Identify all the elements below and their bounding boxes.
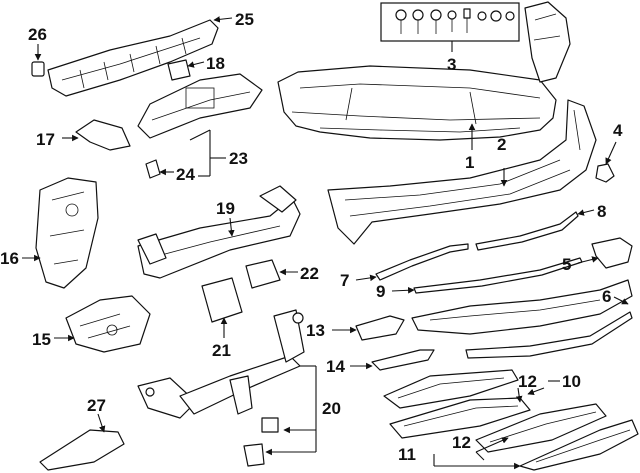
leader-7 — [355, 274, 377, 282]
leader-9 — [391, 286, 415, 294]
callout-7: 7 — [340, 271, 349, 290]
bolt-26 — [31, 61, 45, 77]
leader-6 — [613, 296, 629, 305]
impact-absorber — [47, 19, 219, 97]
leader-8 — [577, 209, 595, 216]
leader-25 — [213, 16, 233, 23]
callout-14: 14 — [326, 357, 345, 376]
callout-25: 25 — [235, 10, 254, 29]
trim-strip — [413, 257, 583, 294]
callout-13: 13 — [306, 321, 325, 340]
callout-19: 19 — [216, 199, 235, 218]
reinforcement-bar-19 — [137, 185, 301, 279]
molding-upper — [475, 211, 579, 251]
leader-27 — [97, 413, 106, 433]
lower-trim-panel — [411, 279, 633, 335]
callout-8: 8 — [597, 202, 606, 221]
lower-valance — [327, 99, 597, 245]
callout-5: 5 — [562, 255, 571, 274]
callout-27: 27 — [87, 396, 106, 415]
clip-18 — [167, 59, 191, 81]
reflector-bracket — [591, 237, 633, 269]
leader-12a — [515, 387, 523, 403]
callout-3: 3 — [447, 55, 456, 74]
leader-19 — [228, 217, 235, 237]
callout-6: 6 — [602, 287, 611, 306]
leader-12a2 — [527, 387, 545, 396]
molding-lower — [375, 243, 469, 281]
reflector-14 — [371, 349, 435, 371]
callout-11: 11 — [398, 445, 416, 464]
callout-2: 2 — [497, 135, 506, 154]
callout-17: 17 — [36, 130, 55, 149]
callout-9: 9 — [376, 282, 385, 301]
callout-16: 16 — [0, 249, 19, 268]
leader-12b2 — [475, 437, 509, 453]
bracket-23 — [137, 73, 263, 139]
callout-23: 23 — [229, 149, 248, 168]
molding-27 — [39, 429, 125, 471]
hardware-kit-box — [380, 2, 520, 42]
bumper-cover — [277, 1, 571, 141]
leader-5 — [577, 256, 599, 264]
callout-18: 18 — [206, 54, 225, 73]
bracket-17 — [75, 119, 131, 151]
bracket-21 — [201, 277, 243, 323]
bolt-24 — [145, 159, 161, 179]
callout-21: 21 — [212, 341, 231, 360]
reflector-13 — [355, 315, 405, 341]
leader-23a — [189, 129, 211, 141]
trim-strip-6 — [465, 311, 633, 359]
hitch-bracket — [261, 417, 279, 433]
tow-hook-cap — [595, 163, 615, 183]
hitch-pin — [243, 443, 265, 467]
trailer-hitch-20 — [137, 309, 305, 419]
leader-12b — [475, 451, 485, 461]
bracket-22 — [245, 259, 281, 289]
callout-4: 4 — [613, 121, 623, 140]
callout-26: 26 — [28, 25, 47, 44]
leader-4 — [605, 141, 617, 165]
lower-trim-detail — [429, 299, 601, 321]
callout-1: 1 — [465, 153, 474, 172]
callout-12b: 12 — [452, 433, 471, 452]
hardware-fasteners — [395, 8, 515, 34]
callout-20: 20 — [322, 399, 341, 418]
callout-15: 15 — [32, 330, 51, 349]
callout-24: 24 — [176, 165, 195, 184]
splash-shields — [383, 369, 639, 471]
callout-22: 22 — [300, 264, 319, 283]
callout-12a: 12 — [518, 372, 537, 391]
callout-10: 10 — [562, 372, 581, 391]
bracket-15 — [65, 295, 151, 353]
side-bracket-16 — [35, 177, 99, 289]
leader-18 — [187, 61, 205, 68]
hardware-kit-group: 3 — [380, 2, 520, 74]
